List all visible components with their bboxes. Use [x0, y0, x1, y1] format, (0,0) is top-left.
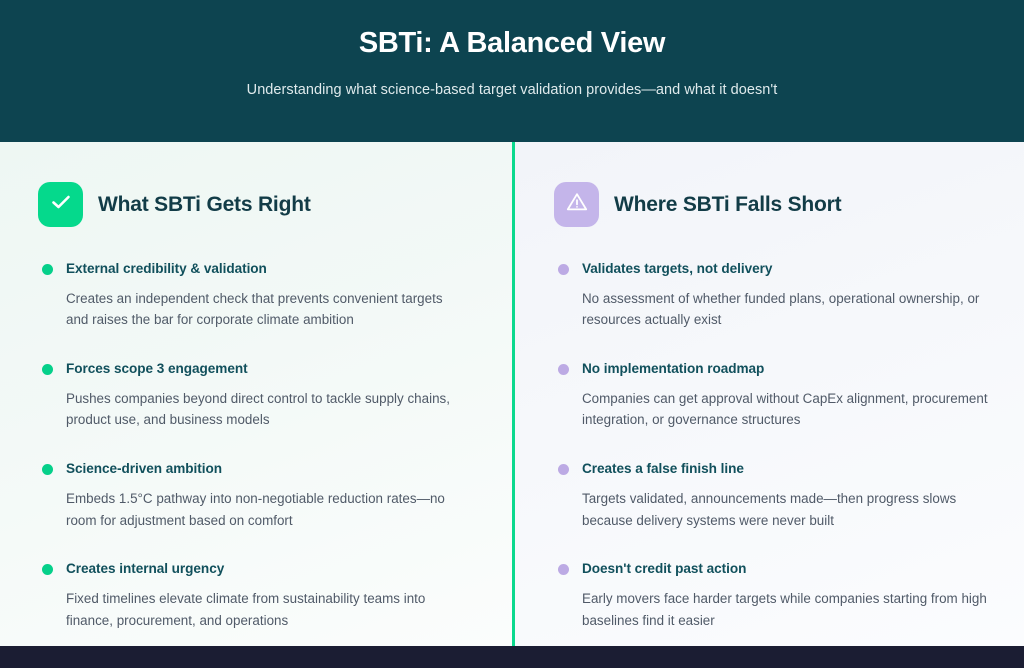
list-item-body: Creates an independent check that preven…: [66, 290, 443, 328]
warning-triangle-icon: [565, 190, 589, 219]
list-item-title: Forces scope 3 engagement: [66, 361, 248, 377]
list-item-title: External credibility & validation: [66, 261, 267, 276]
check-badge: [38, 182, 83, 227]
list-item: Creates a false finish line Targets vali…: [552, 460, 988, 531]
warning-badge: [554, 182, 599, 227]
column-title-left: What SBTi Gets Right: [98, 192, 311, 216]
list-item-title: Creates internal urgency: [66, 561, 225, 577]
bullet-dot-icon: [42, 364, 53, 376]
list-item: Forces scope 3 engagement Pushes compani…: [36, 360, 476, 431]
list-item-body: Targets validated, announcements made—th…: [582, 490, 957, 528]
list-item-title: Validates targets, not delivery: [582, 261, 773, 276]
bullet-dot-icon: [42, 264, 53, 275]
column-what-sbti-gets-right: What SBTi Gets Right External credibilit…: [0, 142, 512, 646]
list-item: No implementation roadmap Companies can …: [552, 360, 988, 431]
page-subtitle: Understanding what science-based target …: [246, 81, 778, 98]
list-item-title: Doesn't credit past action: [582, 561, 747, 577]
list-item-body: Pushes companies beyond direct control t…: [66, 390, 450, 428]
bullet-dot-icon: [42, 564, 53, 576]
column-header-left: What SBTi Gets Right: [36, 182, 476, 227]
check-icon: [49, 190, 73, 219]
page-title: SBTi: A Balanced View: [358, 27, 666, 59]
list-item: External credibility & validation Create…: [36, 260, 476, 331]
list-item-body: Companies can get approval without CapEx…: [582, 390, 988, 428]
column-header-right: Where SBTi Falls Short: [552, 182, 988, 227]
list-item: Science-driven ambition Embeds 1.5°C pat…: [36, 460, 476, 531]
bullet-dot-icon: [558, 264, 569, 275]
list-item-body: No assessment of whether funded plans, o…: [582, 290, 980, 328]
column-title-right: Where SBTi Falls Short: [614, 192, 842, 216]
bullet-dot-icon: [42, 464, 53, 476]
list-item-body: Fixed timelines elevate climate from sus…: [66, 590, 426, 628]
page-header: SBTi: A Balanced View Understanding what…: [0, 0, 1024, 142]
list-item-title: No implementation roadmap: [582, 361, 765, 377]
list-item-title: Creates a false finish line: [582, 461, 744, 477]
list-item-title: Science-driven ambition: [66, 461, 222, 477]
list-item: Creates internal urgency Fixed timelines…: [36, 560, 476, 631]
bullet-dot-icon: [558, 364, 569, 376]
footer-bar: [0, 646, 1024, 668]
list-item: Doesn't credit past action Early movers …: [552, 560, 988, 631]
shortfall-list: Validates targets, not delivery No asses…: [552, 260, 988, 631]
column-divider: [512, 142, 515, 646]
column-where-sbti-falls-short: Where SBTi Falls Short Validates targets…: [512, 142, 1024, 646]
bullet-dot-icon: [558, 464, 569, 476]
list-item-body: Embeds 1.5°C pathway into non-negotiable…: [66, 490, 445, 528]
list-item: Validates targets, not delivery No asses…: [552, 260, 988, 331]
content-area: What SBTi Gets Right External credibilit…: [0, 142, 1024, 646]
bullet-dot-icon: [558, 564, 569, 576]
benefit-list: External credibility & validation Create…: [36, 260, 476, 631]
list-item-body: Early movers face harder targets while c…: [582, 590, 987, 628]
